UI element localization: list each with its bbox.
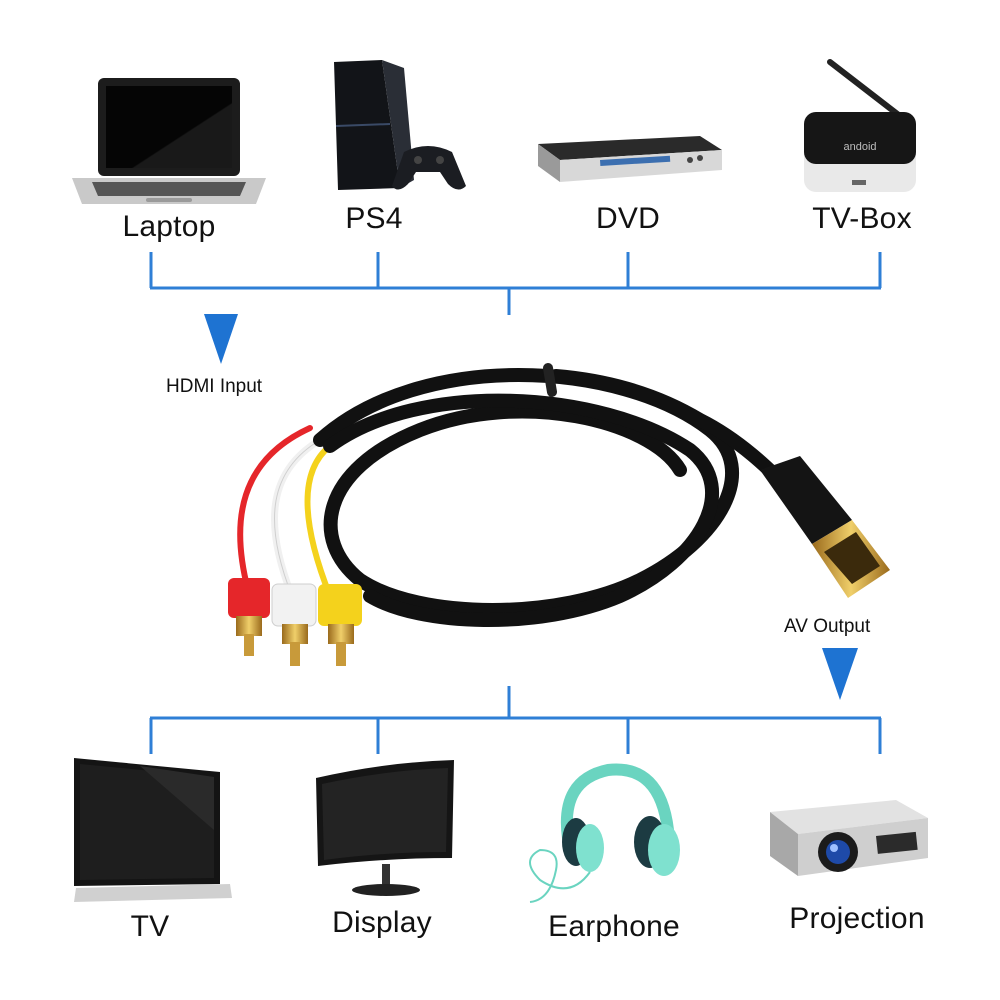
projector-icon	[770, 800, 928, 876]
av-output-label: AV Output	[784, 616, 871, 637]
tv-box-icon: andoid	[804, 59, 916, 192]
hdmi-rca-cable	[237, 363, 797, 628]
rca-plug-white	[271, 583, 317, 666]
tv-icon	[74, 758, 232, 902]
rca-plug-yellow	[318, 584, 362, 666]
output-connector-lines	[149, 686, 882, 754]
device-label-display: Display	[332, 906, 432, 939]
hdmi-plug	[760, 456, 890, 598]
monitor-icon	[316, 760, 454, 896]
device-label-projection: Projection	[789, 902, 925, 935]
device-label-laptop: Laptop	[122, 210, 216, 243]
headphones-icon	[529, 763, 680, 903]
hdmi-input-arrow-icon	[204, 314, 238, 364]
av-output-arrow-icon	[822, 648, 858, 700]
device-label-earphone: Earphone	[548, 910, 680, 943]
device-label-tv-box: TV-Box	[812, 202, 912, 235]
ps4-console-icon	[334, 60, 466, 190]
input-connector-lines	[149, 252, 882, 315]
device-label-ps4: PS4	[345, 202, 403, 235]
dvd-player-icon	[538, 136, 722, 182]
tv-box-brand: andoid	[843, 141, 876, 153]
device-label-dvd: DVD	[596, 202, 660, 235]
hdmi-input-label: HDMI Input	[166, 376, 263, 397]
device-label-tv: TV	[130, 910, 170, 943]
laptop-icon	[72, 78, 266, 204]
rca-plug-red	[228, 578, 270, 656]
